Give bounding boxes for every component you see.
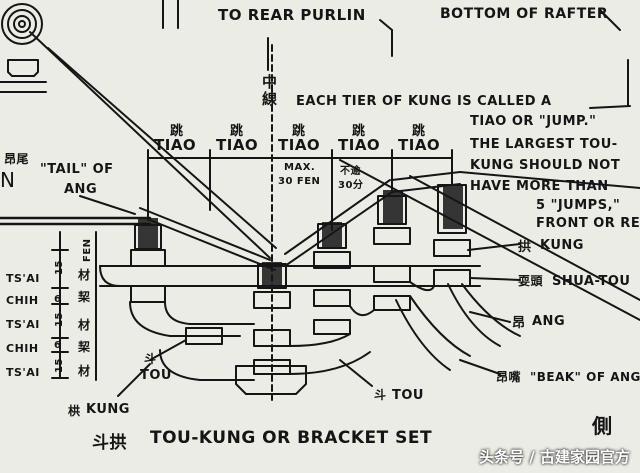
max-note-zh-2: 30分 bbox=[338, 180, 364, 191]
tou-right-label: TOU bbox=[392, 388, 424, 403]
center-line-label: 中線 bbox=[262, 73, 278, 108]
leader-line bbox=[379, 19, 393, 31]
ang-beam-line bbox=[139, 207, 271, 261]
tier-note-line-7: FRONT OR RE bbox=[536, 216, 640, 231]
rafter-label: BOTTOM OF RAFTER bbox=[440, 6, 609, 22]
kung-arm bbox=[129, 301, 241, 337]
tier-row-zh-5: 材 bbox=[78, 364, 91, 378]
kung-arm bbox=[289, 351, 371, 375]
tiao-label-1: TIAO bbox=[154, 136, 197, 154]
tier-row-name-1: TS'AI bbox=[6, 272, 40, 285]
roof-slope-line bbox=[339, 159, 640, 321]
leader-line bbox=[589, 105, 631, 109]
tier-row-fen-2: 6 bbox=[54, 294, 62, 305]
leader-line bbox=[469, 311, 511, 323]
leader-line bbox=[467, 243, 521, 251]
leader-line bbox=[599, 9, 621, 31]
tiao-zh-3: 跳 bbox=[292, 124, 306, 139]
ang-beam-line bbox=[284, 179, 391, 255]
rafter-line bbox=[29, 31, 271, 259]
leader-line bbox=[149, 339, 187, 361]
tiao-label-3: TIAO bbox=[278, 136, 321, 154]
tier-row-fen-1: 15 bbox=[53, 260, 65, 275]
ang-beak bbox=[395, 299, 451, 371]
tier-row-fen-4: 6 bbox=[54, 340, 62, 351]
kung-arm bbox=[164, 301, 255, 325]
tiao-label-5: TIAO bbox=[398, 136, 441, 154]
tiao-label-2: TIAO bbox=[216, 136, 259, 154]
tier-row-zh-2: 栔 bbox=[78, 290, 91, 304]
max-note-zh-1: 不逾 bbox=[340, 166, 361, 177]
max-note-1: MAX. bbox=[284, 162, 316, 173]
kung-arm bbox=[409, 281, 435, 292]
rafter-line bbox=[47, 47, 277, 249]
beak-label: "BEAK" OF ANG bbox=[530, 370, 640, 384]
ang-tail-zh-label: 昂尾 bbox=[4, 152, 30, 166]
tier-note-line-3: THE LARGEST TOU- bbox=[470, 137, 618, 152]
tiao-zh-4: 跳 bbox=[352, 124, 366, 139]
leader-line bbox=[339, 359, 373, 387]
tou-left-label: TOU bbox=[140, 368, 172, 383]
lu-tou-block bbox=[235, 365, 307, 395]
ang-beam-line bbox=[459, 171, 640, 189]
tier-row-name-3: TS'AI bbox=[6, 318, 40, 331]
title-en: TOU-KUNG OR BRACKET SET bbox=[150, 428, 433, 448]
watermark: 头条号 / 古建家园官方 bbox=[479, 448, 630, 466]
shua-tou-label: SHUA-TOU bbox=[552, 274, 631, 289]
tou-left-zh-label: 斗 bbox=[144, 352, 157, 366]
tier-note-line-4: KUNG SHOULD NOT bbox=[470, 158, 621, 173]
kung-left-label: KUNG bbox=[86, 402, 130, 417]
tail-of-ang-label-1: "TAIL" OF bbox=[40, 162, 114, 177]
tier-row-fen-3: 15 bbox=[53, 312, 65, 327]
rear-purlin-label: TO REAR PURLIN bbox=[218, 6, 366, 24]
tier-row-name-5: TS'AI bbox=[6, 366, 40, 379]
kung-arm bbox=[349, 305, 375, 317]
tier-row-name-2: CHIH bbox=[6, 294, 39, 307]
n-mark: N bbox=[0, 168, 16, 192]
ang-beam-line bbox=[391, 171, 461, 181]
kung-zh-label: 拱 bbox=[518, 240, 532, 255]
tier-note-line-6: 5 "JUMPS," bbox=[536, 198, 621, 213]
tier-row-zh-1: 材 bbox=[78, 268, 91, 282]
tiao-zh-1: 跳 bbox=[170, 124, 184, 139]
tiao-zh-5: 跳 bbox=[412, 124, 426, 139]
leader-line bbox=[469, 277, 521, 281]
max-note-2: 30 FEN bbox=[278, 176, 321, 187]
ang-beak bbox=[409, 295, 471, 357]
tou-right-zh-label: 斗 bbox=[374, 388, 387, 402]
ang-label: ANG bbox=[532, 314, 566, 329]
hatched-blocks bbox=[138, 185, 463, 288]
title-zh: 斗拱 bbox=[92, 433, 127, 453]
kung-left-zh-label: 栱 bbox=[68, 404, 81, 418]
leader-line bbox=[79, 195, 136, 215]
leader-line bbox=[117, 363, 151, 397]
kung-arm bbox=[99, 265, 121, 287]
ang-zh-label: 昂 bbox=[512, 316, 526, 331]
tier-row-name-4: CHIH bbox=[6, 342, 39, 355]
beak-zh-label: 昂嘴 bbox=[496, 370, 522, 384]
tail-of-ang-label-2: ANG bbox=[64, 182, 98, 197]
shua-tou-zh-label: 耍頭 bbox=[518, 274, 544, 288]
tier-note-line-2: TIAO OR "JUMP." bbox=[470, 114, 597, 129]
tier-row-zh-3: 材 bbox=[78, 318, 91, 332]
tou-block-top bbox=[7, 59, 39, 77]
tiao-label-4: TIAO bbox=[338, 136, 381, 154]
ang-beam-line bbox=[149, 219, 276, 271]
tier-note-line-1: EACH TIER OF KUNG IS CALLED A bbox=[296, 94, 552, 109]
corner-zh: 側 bbox=[592, 414, 613, 438]
purlin-log-end bbox=[1, 3, 43, 45]
kung-label: KUNG bbox=[540, 238, 584, 253]
tou-block bbox=[185, 327, 223, 345]
tier-note-line-5: HAVE MORE THAN bbox=[470, 179, 609, 194]
fen-label: FEN bbox=[82, 238, 93, 262]
tier-row-zh-4: 栔 bbox=[78, 340, 91, 354]
ang-beak bbox=[447, 283, 501, 347]
tier-row-fen-5: 15 bbox=[53, 358, 65, 373]
tiao-zh-2: 跳 bbox=[230, 124, 244, 139]
kung-arm bbox=[289, 333, 351, 347]
ang-beak bbox=[461, 283, 521, 337]
leader-line bbox=[459, 359, 501, 375]
